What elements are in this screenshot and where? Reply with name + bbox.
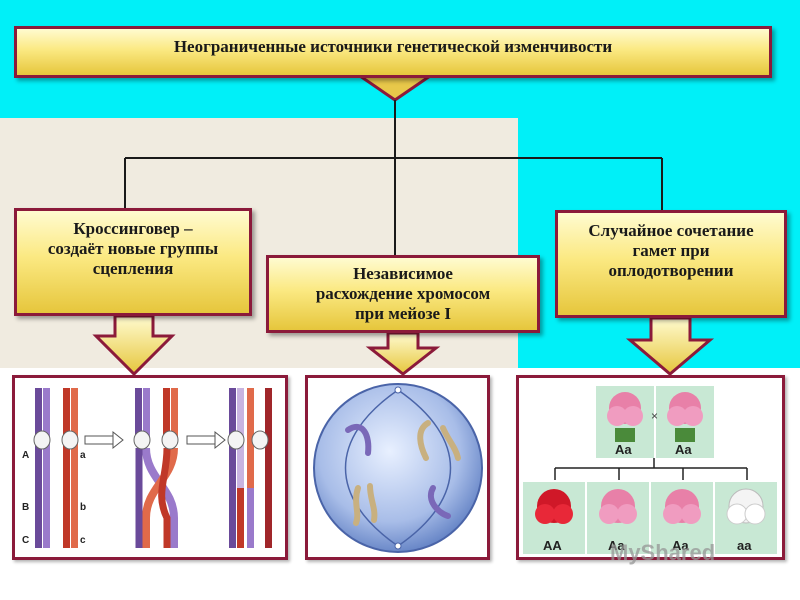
flower-pink (599, 489, 637, 524)
source-box-fertilization: Случайное сочетание гамет при оплодотвор… (555, 210, 787, 318)
locus-label-a: a (80, 450, 86, 461)
meiosis-illustration (305, 375, 490, 560)
chromosome (427, 485, 451, 519)
flower-pink (663, 489, 701, 524)
source-label-line: при мейозе I (355, 304, 451, 323)
source-label-line: Кроссинговер – (73, 219, 193, 238)
arrow-down-mid (365, 331, 441, 376)
chromosome (440, 425, 461, 461)
locus-label-C: C (22, 535, 29, 546)
source-label-line: сцепления (92, 259, 174, 278)
watermark: MyShared (610, 540, 716, 565)
chromosome (367, 483, 378, 523)
centriole (394, 386, 402, 394)
cell-body (313, 383, 483, 553)
flower-pink (667, 392, 703, 442)
source-label-line: Случайное сочетание (588, 221, 754, 240)
chromosome-pair-after (227, 388, 272, 548)
source-label-line: Независимое (353, 264, 453, 283)
offspring-genotype: aa (737, 538, 752, 553)
arrow-down-right (625, 316, 715, 376)
chromosome (353, 485, 361, 526)
fertilization-illustration: × Aa Aa AA Aa Aa aa (516, 375, 785, 560)
source-label-line: создаёт новые группы (47, 239, 219, 258)
cross-symbol: × (651, 409, 658, 423)
locus-label-c: c (80, 535, 86, 546)
locus-label-A: A (22, 450, 29, 461)
offspring-genotype: AA (543, 538, 562, 553)
flower-pink (607, 392, 643, 442)
source-label-line: расхождение хромосом (315, 284, 491, 303)
source-box-crossover: Кроссинговер – создаёт новые группы сцеп… (14, 208, 252, 316)
locus-label-b: b (80, 502, 86, 513)
spindle-fiber (397, 389, 452, 547)
spindle-fiber (344, 389, 399, 547)
parent-genotype: Aa (615, 442, 632, 457)
offspring-genotype: Aa (608, 538, 625, 553)
main-title-box: Неограниченные источники генетической из… (14, 26, 772, 78)
chromosome (345, 423, 372, 456)
source-label-line: гамет при (632, 241, 710, 260)
offspring-genotype: Aa (672, 538, 689, 553)
centriole (394, 542, 402, 550)
chromosome-pair-before (33, 388, 79, 548)
chromosome (417, 420, 431, 461)
main-title: Неограниченные источники генетической из… (173, 37, 613, 56)
source-box-meiosis: Независимое расхождение хромосом при мей… (266, 255, 540, 333)
flower-red (535, 489, 573, 524)
stage-arrow-2 (186, 430, 226, 450)
arrow-down-left (92, 314, 176, 377)
meiosis-svg (313, 383, 483, 553)
stage-arrow-1 (84, 430, 124, 450)
parent-genotype: Aa (675, 442, 692, 457)
chromosome-pair-crossing (133, 388, 179, 548)
top-box-notch (355, 74, 435, 102)
crossover-illustration: A B C a b c (12, 375, 288, 560)
source-label-line: оплодотворении (608, 261, 734, 280)
flower-white (726, 488, 766, 525)
fertilization-svg: × Aa Aa AA Aa Aa aa (523, 386, 777, 554)
crossover-svg: A B C a b c (22, 388, 272, 548)
locus-label-B: B (22, 502, 29, 513)
